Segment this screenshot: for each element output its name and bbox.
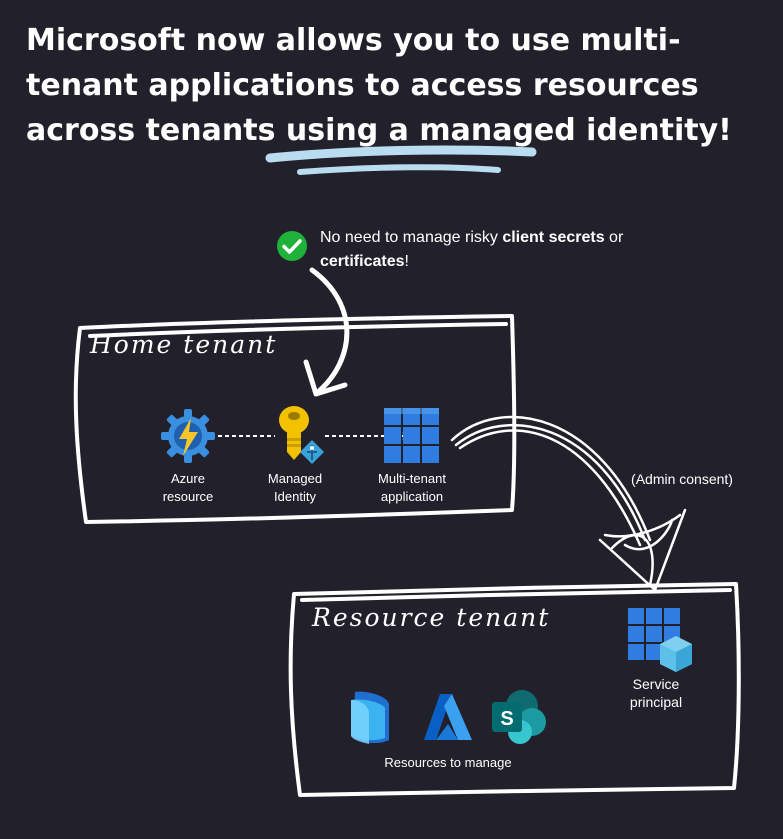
multi-tenant-app-line1: Multi-tenant [378,471,446,486]
azure-resource-line2: resource [162,489,214,504]
headline: Microsoft now allows you to use multi-te… [26,23,732,148]
callout-prefix: No need to manage risky [320,229,503,246]
azure-function-icon [161,409,215,463]
callout-middle: or [604,229,624,246]
callout-certificates: certificates [320,253,405,270]
check-icon [277,231,307,261]
azure-resource-line1: Azure [171,471,205,486]
multi-tenant-app-label: Multi-tenant application [362,470,462,506]
home-tenant-title: Home tenant [90,330,278,359]
multi-tenant-application-icon [384,408,439,463]
resources-to-manage-label: Resources to manage [384,755,512,770]
callout-text: No need to manage risky client secrets o… [320,226,720,274]
service-principal-label: Service principal [606,675,706,711]
managed-identity-key-icon [279,406,324,464]
resource-tenant-title: Resource tenant [312,603,551,632]
headline-underline [265,145,537,175]
managed-identity-line2: Identity [274,489,316,504]
home-tenant-frame [73,314,517,524]
azure-icon [424,694,472,740]
callout-suffix: ! [404,253,409,270]
managed-identity-line1: Managed [267,471,323,486]
multi-tenant-app-line2: application [380,489,444,504]
service-principal-icon [628,608,692,672]
svg-text:S: S [500,708,513,730]
service-principal-line2: principal [629,694,683,710]
admin-consent-arrow [450,415,687,593]
admin-consent-label: (Admin consent) [631,471,733,487]
callout-arrow [303,267,350,397]
resource-tenant-frame [288,582,741,797]
sharepoint-icon: S [492,690,546,744]
callout-client-secrets: client secrets [502,229,605,246]
azure-resource-label: Azure resource [138,470,238,506]
exchange-icon [351,691,389,744]
service-principal-line1: Service [632,676,680,692]
